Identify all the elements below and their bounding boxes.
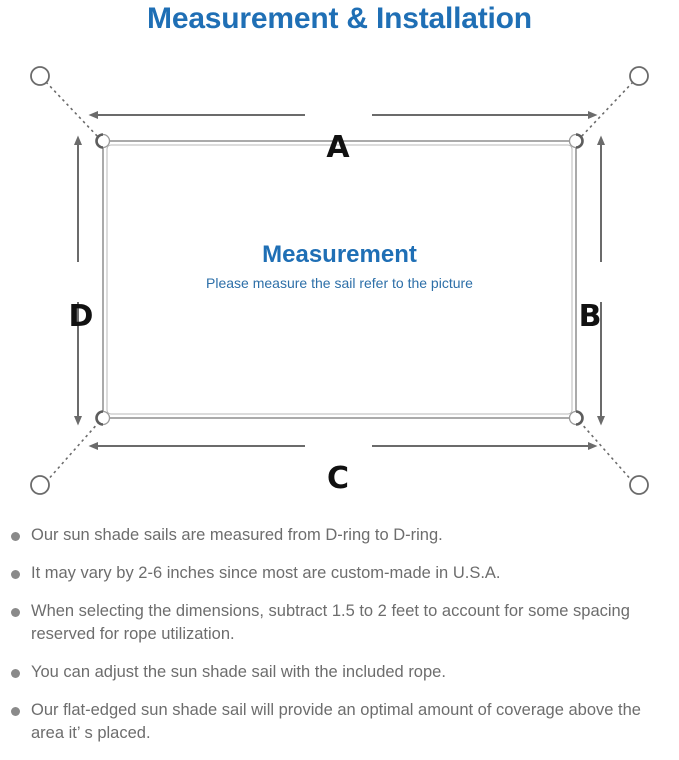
note-text: You can adjust the sun shade sail with t… bbox=[31, 663, 446, 681]
note-text: It may vary by 2-6 inches since most are… bbox=[31, 564, 501, 582]
bullet-icon bbox=[11, 669, 20, 678]
d-rings bbox=[95, 133, 584, 426]
sail-outer-edge bbox=[102, 140, 577, 419]
d-ring-top-left bbox=[95, 133, 111, 149]
note-text: Our sun shade sails are measured from D-… bbox=[31, 526, 443, 544]
dimension-label-a: A bbox=[326, 130, 350, 165]
note-text: Our flat-edged sun shade sail will provi… bbox=[31, 701, 641, 742]
rope-bottom-right bbox=[579, 421, 634, 483]
d-ring-top-right bbox=[568, 133, 584, 149]
note-item: Our flat-edged sun shade sail will provi… bbox=[0, 699, 679, 745]
page-title: Measurement & Installation bbox=[147, 2, 532, 35]
note-item: It may vary by 2-6 inches since most are… bbox=[0, 562, 679, 585]
dimension-label-b: B bbox=[578, 299, 602, 334]
anchor-ring-bottom-left bbox=[30, 475, 50, 495]
d-ring-bottom-left bbox=[95, 410, 111, 426]
diagram-svg bbox=[30, 66, 649, 495]
bullet-icon bbox=[11, 707, 20, 716]
note-item: You can adjust the sun shade sail with t… bbox=[0, 661, 679, 684]
notes-list: Our sun shade sails are measured from D-… bbox=[0, 524, 679, 760]
d-ring-bottom-right bbox=[568, 410, 584, 426]
rope-bottom-left bbox=[45, 421, 100, 483]
dimension-label-d: D bbox=[68, 299, 94, 334]
bullet-icon bbox=[11, 570, 20, 579]
dimension-label-c: C bbox=[326, 461, 350, 496]
bullet-icon bbox=[11, 608, 20, 617]
bullet-icon bbox=[11, 532, 20, 541]
rope-top-right bbox=[579, 81, 634, 139]
page-root: Measurement & Installation bbox=[0, 2, 679, 742]
anchor-ring-bottom-right bbox=[629, 475, 649, 495]
note-text: When selecting the dimensions, subtract … bbox=[31, 602, 630, 643]
note-item: Our sun shade sails are measured from D-… bbox=[0, 524, 679, 547]
note-item: When selecting the dimensions, subtract … bbox=[0, 600, 679, 646]
rope-top-left bbox=[45, 81, 100, 139]
sail-outline bbox=[102, 140, 577, 419]
anchor-ring-top-left bbox=[30, 66, 50, 86]
rope-lines bbox=[45, 81, 634, 483]
sail-inner-edge bbox=[106, 144, 573, 415]
anchor-rings bbox=[30, 66, 649, 495]
measurement-diagram: A B C D Measurement Please measure the s… bbox=[0, 40, 679, 520]
anchor-ring-top-right bbox=[629, 66, 649, 86]
